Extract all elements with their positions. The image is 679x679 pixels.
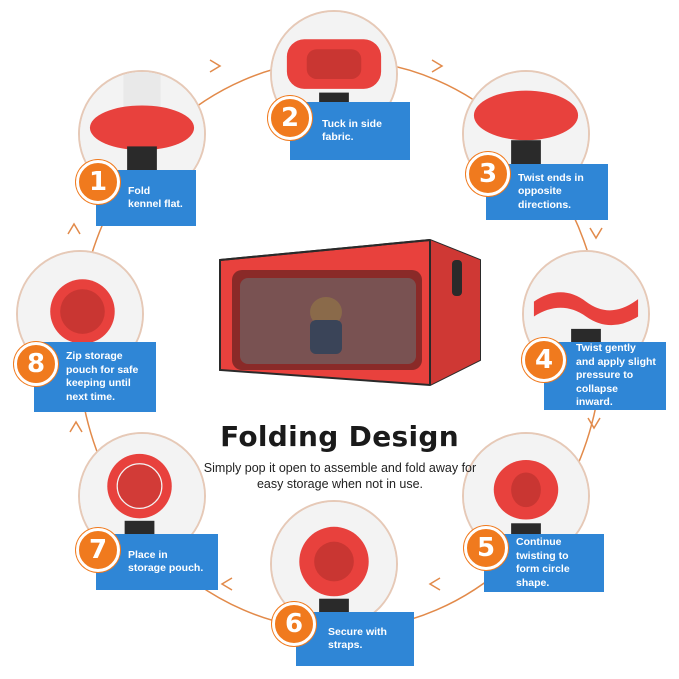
step-6-text: Secure with straps. (328, 625, 387, 652)
step-2-label: Tuck in side fabric. (290, 102, 410, 160)
step-5-badge: 5 (464, 526, 508, 570)
step-5-text: Continue twisting to form circle shape. (516, 536, 570, 589)
step-2-text: Tuck in side fabric. (322, 117, 382, 144)
step-6-photo (270, 500, 398, 628)
kennel-illustration (219, 238, 481, 387)
step-3-text: Twist ends in opposite directions. (518, 171, 584, 211)
arrow-up-icon (69, 420, 83, 433)
step-6-badge: 6 (272, 602, 316, 646)
arrow-left-icon (220, 577, 233, 591)
step-4-text: Twist gently and apply slight pressure t… (576, 342, 656, 409)
arrow-up-icon (67, 222, 81, 235)
step-3-label: Twist ends in opposite directions. (486, 164, 608, 220)
arrow-down-icon (589, 227, 603, 240)
dog-icon (310, 297, 342, 327)
step-8-text: Zip storage pouch for safe keeping until… (66, 350, 139, 403)
step-3-badge: 3 (466, 152, 510, 196)
step-4-badge: 4 (522, 338, 566, 382)
page-subtitle: Simply pop it open to assemble and fold … (203, 461, 477, 491)
step-7-badge: 7 (76, 528, 120, 572)
arrow-down-icon (587, 417, 601, 430)
arrow-left-icon (428, 577, 441, 591)
arrow-right-icon (209, 59, 222, 73)
arrow-right-icon (431, 59, 444, 73)
step-8-badge: 8 (14, 342, 58, 386)
step-2-badge: 2 (268, 96, 312, 140)
page-title: Folding Design (220, 420, 459, 453)
step-1-text: Fold kennel flat. (128, 184, 183, 211)
step-7-text: Place in storage pouch. (128, 548, 204, 575)
step-1-badge: 1 (76, 160, 120, 204)
